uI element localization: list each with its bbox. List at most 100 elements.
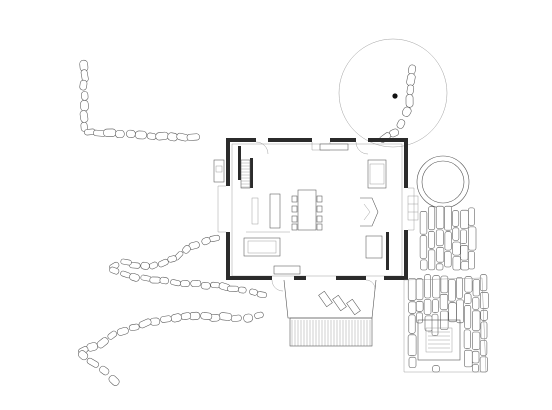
- cabinet-detail: [215, 165, 223, 173]
- chair: [316, 205, 323, 213]
- stone: [256, 291, 267, 299]
- paving-stone: [444, 251, 452, 268]
- stone: [140, 261, 150, 270]
- bench-left: [269, 193, 281, 229]
- paving-stone: [435, 229, 444, 247]
- east-entry: [407, 195, 419, 221]
- stone: [190, 280, 202, 287]
- stone: [200, 312, 213, 320]
- paving-stone: [407, 334, 417, 356]
- counter-top: [319, 143, 349, 151]
- stone: [149, 261, 158, 270]
- paving-stone: [468, 251, 475, 270]
- stone: [108, 375, 120, 386]
- paving-stone: [408, 356, 417, 368]
- stone: [80, 100, 89, 112]
- paving-stone: [407, 278, 417, 301]
- sofa-right: [367, 159, 387, 189]
- stone: [243, 313, 253, 323]
- stone: [129, 272, 140, 282]
- stone: [103, 128, 117, 137]
- paving-stone: [472, 297, 480, 310]
- paving-stone: [420, 259, 428, 271]
- stone: [115, 129, 125, 139]
- paving-stone: [460, 245, 469, 261]
- stone: [120, 258, 132, 266]
- seating-right: [365, 235, 383, 259]
- chair: [291, 223, 298, 231]
- stone: [396, 119, 406, 129]
- chair: [316, 215, 323, 223]
- shelf-left: [251, 197, 259, 225]
- stone: [99, 365, 110, 376]
- house: [213, 138, 419, 292]
- paving-stone: [460, 229, 467, 244]
- paving-stone: [444, 205, 452, 231]
- square-pool-outline: [417, 319, 461, 361]
- paving-stone: [464, 276, 473, 293]
- paving-stone: [444, 231, 452, 251]
- paving-stone: [408, 314, 416, 334]
- paving-stone: [464, 293, 472, 304]
- pool-lines: [428, 331, 450, 349]
- tree-canopy-circle: [338, 38, 448, 148]
- stone: [126, 129, 136, 138]
- stone: [406, 84, 415, 96]
- paving-outline: [403, 277, 487, 373]
- stone: [170, 313, 182, 323]
- stone: [157, 258, 169, 268]
- paving-stone: [468, 207, 475, 226]
- stone: [116, 326, 129, 336]
- paving-stone: [415, 301, 424, 312]
- paving-stone: [432, 299, 439, 313]
- stone-wall-northwest: [79, 59, 200, 142]
- paving-stone: [435, 205, 445, 229]
- paving-stone: [456, 299, 464, 324]
- lounge-chairs: [318, 290, 361, 316]
- stone: [96, 337, 109, 349]
- paving-stone: [428, 206, 436, 231]
- paving-stone: [432, 275, 441, 299]
- chair: [291, 205, 298, 213]
- stone: [107, 330, 118, 340]
- paving-stone: [479, 340, 488, 356]
- stone: [160, 315, 172, 323]
- paving-stone: [480, 292, 489, 309]
- paving-stone: [456, 277, 463, 299]
- stair: [240, 159, 251, 189]
- paving-stone: [415, 278, 424, 301]
- stone: [201, 237, 211, 246]
- paving-stone: [472, 350, 480, 364]
- paving-stone: [472, 310, 481, 331]
- stone-paving-east: [403, 205, 489, 373]
- stone: [238, 286, 247, 294]
- paving-stone: [428, 231, 435, 249]
- paving-stone: [436, 247, 445, 263]
- paving-stone: [419, 211, 428, 235]
- stone: [406, 73, 416, 87]
- stone: [405, 94, 414, 108]
- side-cabinet: [213, 159, 225, 183]
- stone: [78, 350, 89, 361]
- stone: [227, 285, 239, 292]
- paving-stone: [479, 274, 488, 292]
- paving-stone: [428, 249, 436, 271]
- deck-boards: [289, 317, 373, 347]
- lounge-chair: [318, 290, 333, 308]
- paving-stone: [452, 241, 461, 256]
- stone: [182, 245, 191, 254]
- paving-stone: [464, 305, 472, 329]
- stone: [180, 312, 192, 321]
- dining-table: [291, 189, 323, 231]
- paving-stone: [464, 349, 473, 368]
- sofa-left: [243, 237, 281, 257]
- paving-stone: [408, 301, 417, 314]
- paving-stone: [452, 227, 460, 241]
- stone: [170, 279, 181, 287]
- chair: [291, 195, 298, 203]
- paving-stone: [416, 312, 423, 324]
- dining-chairs: [291, 195, 323, 231]
- paving-stone: [452, 256, 461, 271]
- chair: [316, 223, 323, 231]
- paving-stone: [431, 313, 439, 336]
